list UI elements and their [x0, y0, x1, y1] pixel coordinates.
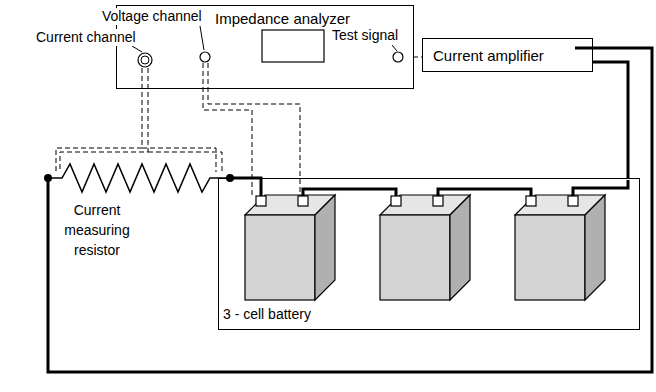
current-jack-inner — [141, 56, 149, 64]
wire-connector — [593, 62, 628, 178]
battery-cell — [380, 195, 470, 300]
battery-cell — [515, 195, 605, 300]
channel-label: Voltage channel — [100, 8, 204, 25]
channel-label: Test signal — [330, 27, 400, 44]
resistor-label: Current measuring resistor — [52, 200, 142, 260]
current-jack — [138, 53, 152, 67]
analyzer-screen — [262, 30, 324, 62]
wire-connector — [414, 57, 422, 58]
signal-jack — [393, 52, 403, 62]
channel-label: Current channel — [34, 29, 138, 46]
leader-line — [132, 46, 142, 52]
leader-line — [392, 45, 397, 51]
voltage-probe-wire — [203, 63, 300, 196]
resistor-symbol — [48, 164, 230, 192]
voltage-jack — [200, 52, 210, 62]
leader-line — [200, 26, 204, 50]
battery-enclosure: 3 - cell battery — [218, 178, 640, 330]
node-label: 3 - cell battery — [223, 306, 311, 323]
current-probe-wire — [56, 68, 222, 172]
battery-cell — [245, 195, 335, 300]
amplifier-box: Current amplifier — [422, 38, 593, 72]
node-label: Current amplifier — [433, 47, 544, 64]
power-wire — [48, 48, 652, 372]
node-label: Impedance analyzer — [215, 10, 350, 27]
